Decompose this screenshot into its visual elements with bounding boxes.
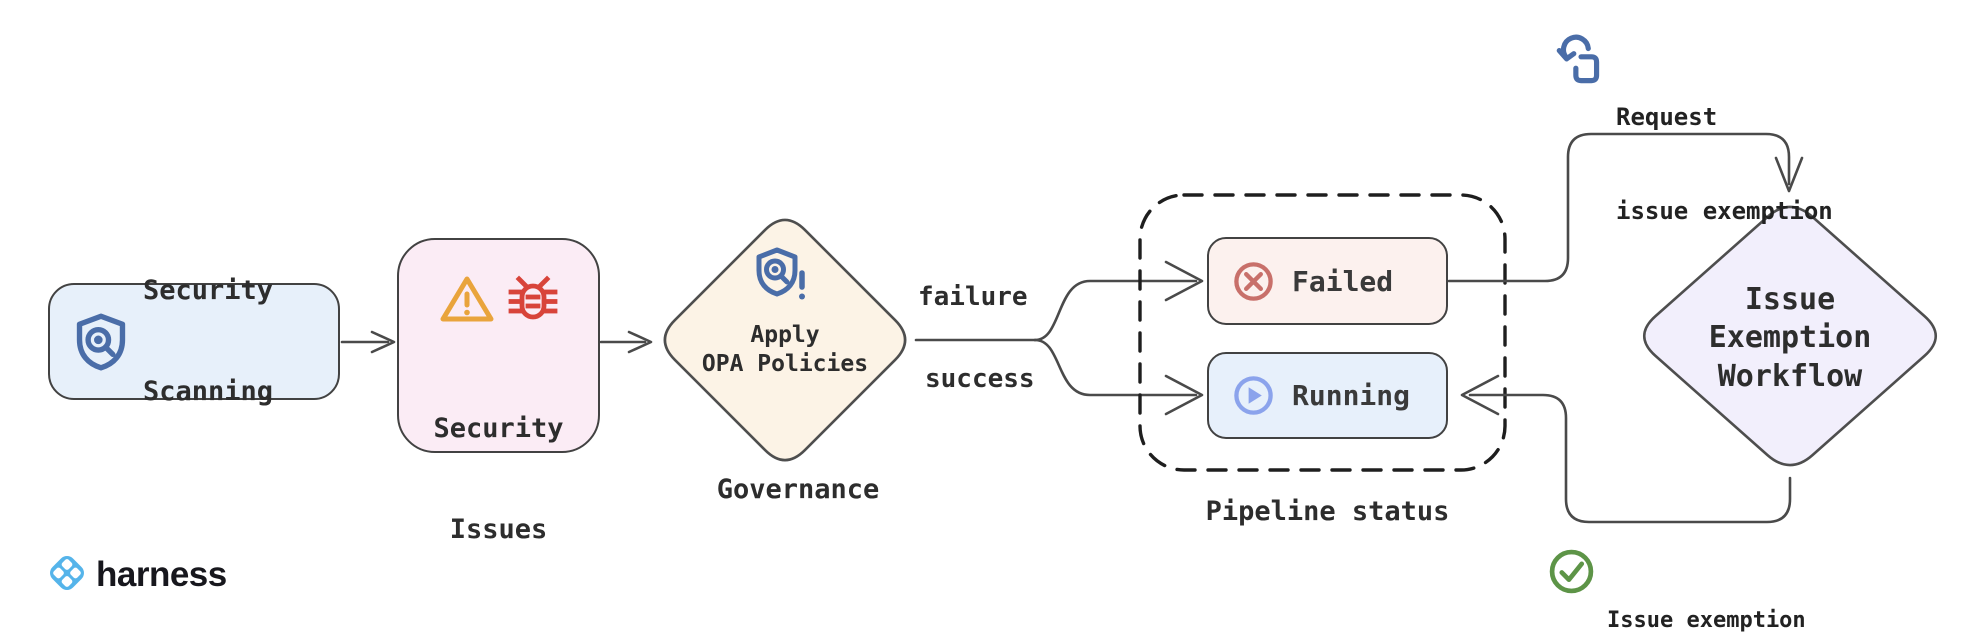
node-apply-opa-label: Apply OPA Policies xyxy=(701,322,869,378)
arrowhead-icon xyxy=(370,330,396,354)
arrowhead-icon xyxy=(1774,156,1804,193)
brand-wordmark: harness xyxy=(96,555,227,594)
circle-play-icon xyxy=(1234,376,1273,415)
issue-icons xyxy=(439,274,559,324)
node-label: Security Scanning xyxy=(143,275,274,408)
edge-label-failure: failure xyxy=(918,282,1028,312)
arrowhead-icon xyxy=(627,330,653,354)
node-issue-exemption-shape xyxy=(1642,205,1938,467)
arrowhead-icon xyxy=(1460,374,1500,416)
node-security-issues: Security Issues xyxy=(397,238,600,545)
node-failed: Failed xyxy=(1207,237,1448,325)
pipeline-group-border xyxy=(1138,193,1507,472)
brand-logo: harness xyxy=(44,554,227,596)
approved-annotation: Issue exemption request approved xyxy=(1548,548,1819,634)
arrowhead-icon xyxy=(1164,374,1204,416)
node-label: Security Issues xyxy=(433,412,564,545)
edge-fork-success xyxy=(1033,338,1198,397)
circle-check-icon xyxy=(1549,549,1594,594)
node-apply-opa-shape xyxy=(663,218,907,462)
warning-triangle-icon xyxy=(440,276,493,322)
edge-failed-to-exemption xyxy=(1447,132,1791,283)
hand-tap-icon xyxy=(1556,34,1600,84)
governance-caption: Governance xyxy=(716,474,880,505)
node-security-scanning: Security Scanning xyxy=(48,275,340,407)
bug-icon xyxy=(508,275,557,320)
request-exemption-annotation: Request issue exemption xyxy=(1556,34,1833,290)
node-issue-exemption-label: Issue Exemption Workflow xyxy=(1708,282,1872,394)
circle-x-icon xyxy=(1234,261,1273,301)
annotation-text: Issue exemption request approved xyxy=(1607,608,1806,634)
edge-fork-failure xyxy=(1033,279,1198,342)
status-label: Failed xyxy=(1292,264,1394,298)
harness-logo-icon xyxy=(50,556,84,590)
node-running: Running xyxy=(1207,352,1448,439)
edge-label-success: success xyxy=(925,364,1035,394)
arrowhead-icon xyxy=(1164,260,1204,302)
status-label: Running xyxy=(1292,379,1411,412)
pipeline-status-caption: Pipeline status xyxy=(1205,496,1450,527)
edge-exemption-to-running xyxy=(1468,393,1792,524)
shield-search-icon xyxy=(76,313,126,370)
annotation-text: Request issue exemption xyxy=(1616,103,1833,225)
shield-alert-icon xyxy=(756,247,805,300)
